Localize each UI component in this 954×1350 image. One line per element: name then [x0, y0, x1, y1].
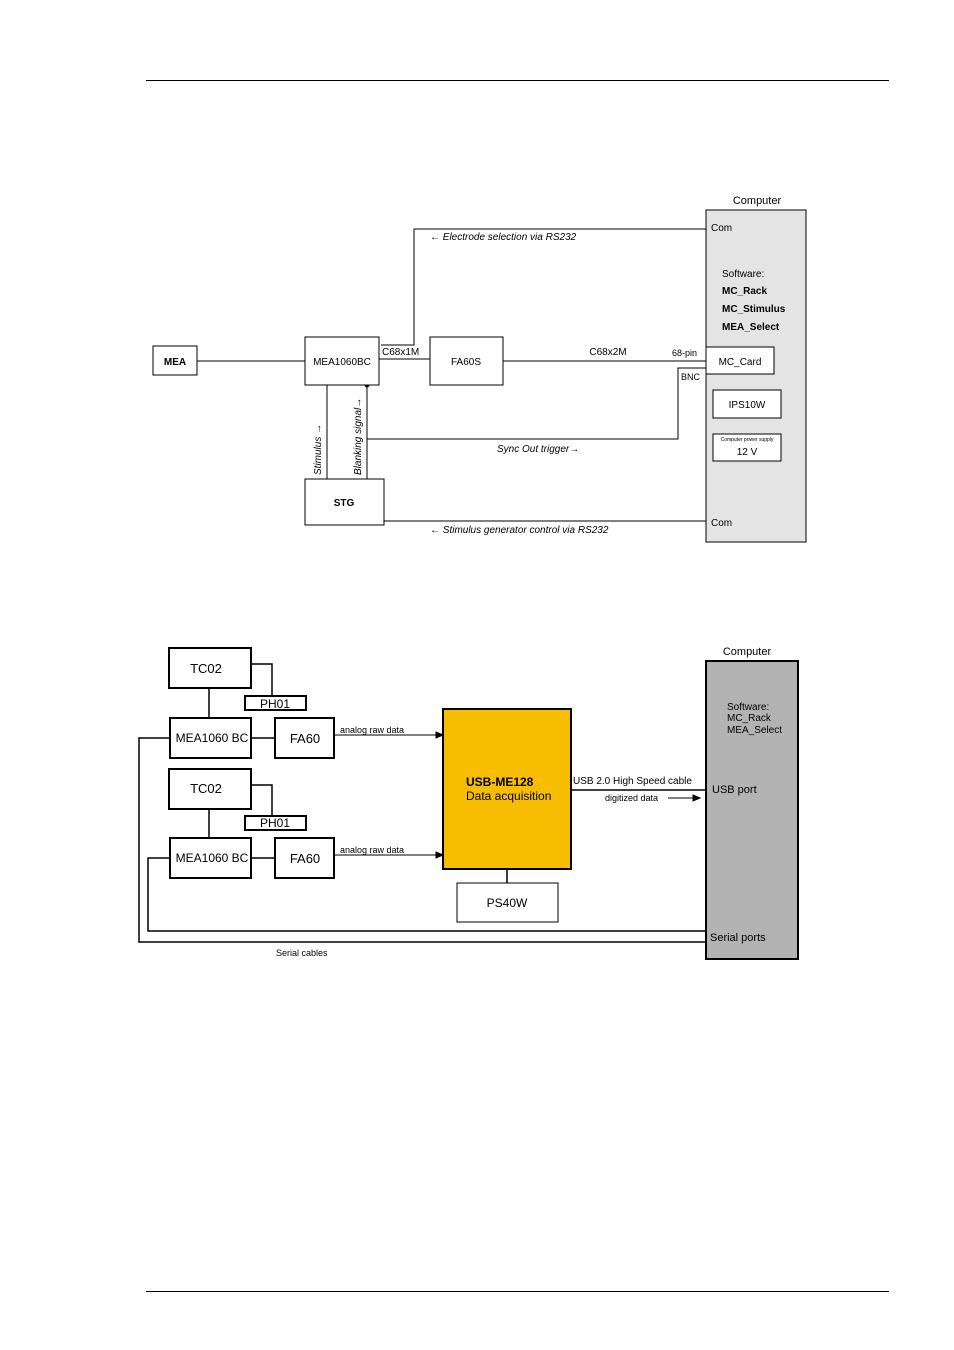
header-rule — [146, 80, 889, 81]
tc02-box-bottom — [168, 768, 252, 810]
ips10w-label: IPS10W — [729, 400, 766, 411]
digitized-data-label: digitized data — [605, 793, 658, 803]
mea1060bc-label-top: MEA1060 BC — [176, 731, 249, 745]
usb-port-label: USB port — [712, 784, 757, 796]
diagram-2-text: Computer Software: MC_Rack MEA_Select US… — [176, 646, 783, 958]
arrowhead — [435, 851, 445, 859]
ps40w-label: PS40W — [487, 896, 528, 910]
mea1060bc-box-top — [169, 717, 252, 759]
electrode-selection-label: ← Electrode selection via RS232 — [430, 232, 577, 243]
serial-cable-inner — [147, 857, 706, 932]
fa60-label-top: FA60 — [290, 731, 320, 746]
software-line: MEA_Select — [727, 725, 782, 736]
analog-data-label-bottom: analog raw data — [340, 845, 404, 855]
software-item: MEA_Select — [722, 322, 780, 333]
pin68-label: 68-pin — [672, 348, 697, 358]
power-supply-box — [712, 433, 782, 462]
computer-title-2: Computer — [723, 646, 772, 658]
diagram-2-boxes — [168, 647, 799, 960]
software-item: MC_Rack — [722, 286, 767, 297]
arrowhead — [435, 731, 445, 739]
mea1060bc-box — [304, 336, 380, 386]
fa60-box-bottom — [274, 837, 335, 879]
sync-out-wire — [367, 367, 706, 440]
serial-cable-outer — [138, 737, 706, 943]
serial-cables-label: Serial cables — [276, 948, 328, 958]
usb-cable-label: USB 2.0 High Speed cable — [573, 776, 692, 787]
fa60s-box — [429, 336, 504, 386]
usb-me128-box — [442, 708, 572, 870]
serial-ports-label: Serial ports — [710, 932, 766, 944]
diagram-1-text: Computer Com Com Software: MC_Rack MC_St… — [164, 195, 786, 536]
fa60-label-bottom: FA60 — [290, 851, 320, 866]
ph01-label-bottom: PH01 — [260, 816, 290, 830]
sync-out-label: Sync Out trigger→ — [497, 444, 579, 455]
mc-card-box — [705, 346, 775, 375]
ph01-box-bottom — [244, 815, 307, 831]
mc-card-label: MC_Card — [719, 357, 762, 368]
power-supply-caption: Computer power supply — [721, 437, 774, 443]
software-item: MC_Stimulus — [722, 304, 786, 315]
ph01-box-top — [244, 695, 307, 711]
ps40w-box — [456, 882, 559, 923]
analog-data-label-top: analog raw data — [340, 725, 404, 735]
blanking-signal-label: Blanking signal→ — [353, 398, 364, 475]
computer-box-2 — [705, 660, 799, 960]
stimulus-label: Stimulus → — [313, 424, 324, 475]
mea1060bc-label-bottom: MEA1060 BC — [176, 851, 249, 865]
mea1060bc-box-bottom — [169, 837, 252, 879]
mea1060bc-label: MEA1060BC — [313, 357, 371, 368]
power-voltage-label: 12 V — [737, 447, 758, 458]
stg-label: STG — [334, 498, 355, 509]
mea-box — [152, 345, 198, 376]
com-bottom-label: Com — [711, 518, 732, 529]
arrowhead — [692, 794, 702, 802]
diagram-1 — [152, 209, 807, 543]
software-heading: Software: — [722, 269, 764, 280]
footer-rule — [146, 1291, 889, 1292]
tc02-label-top: TC02 — [190, 661, 222, 676]
tc02-box-top — [168, 647, 252, 689]
diagram-2 — [138, 663, 706, 943]
fa60s-label: FA60S — [451, 357, 481, 368]
ph01-label-top: PH01 — [260, 697, 290, 711]
tc02-label-bottom: TC02 — [190, 781, 222, 796]
usb-me128-subtitle: Data acquisition — [466, 789, 551, 803]
software-line: Software: — [727, 702, 769, 713]
tc-ph-wire-bottom — [251, 784, 273, 816]
diagram-2-arrows — [334, 731, 702, 859]
computer-box-1 — [705, 209, 807, 543]
bnc-label: BNC — [681, 372, 701, 382]
computer-title-1: Computer — [733, 195, 782, 207]
software-line: MC_Rack — [727, 713, 772, 724]
com-top-label: Com — [711, 223, 732, 234]
electrode-selection-wire — [381, 228, 706, 346]
ips10w-box — [712, 389, 782, 419]
usb-me128-title: USB-ME128 — [466, 775, 534, 789]
fa60-box-top — [274, 717, 335, 759]
cable-c68x1m-label: C68x1M — [382, 347, 419, 358]
mea-label: MEA — [164, 357, 186, 368]
cable-c68x2m-label: C68x2M — [589, 347, 626, 358]
tc-ph-wire-top — [251, 663, 273, 696]
stimulus-control-label: ← Stimulus generator control via RS232 — [430, 525, 609, 536]
stg-box — [304, 478, 385, 526]
